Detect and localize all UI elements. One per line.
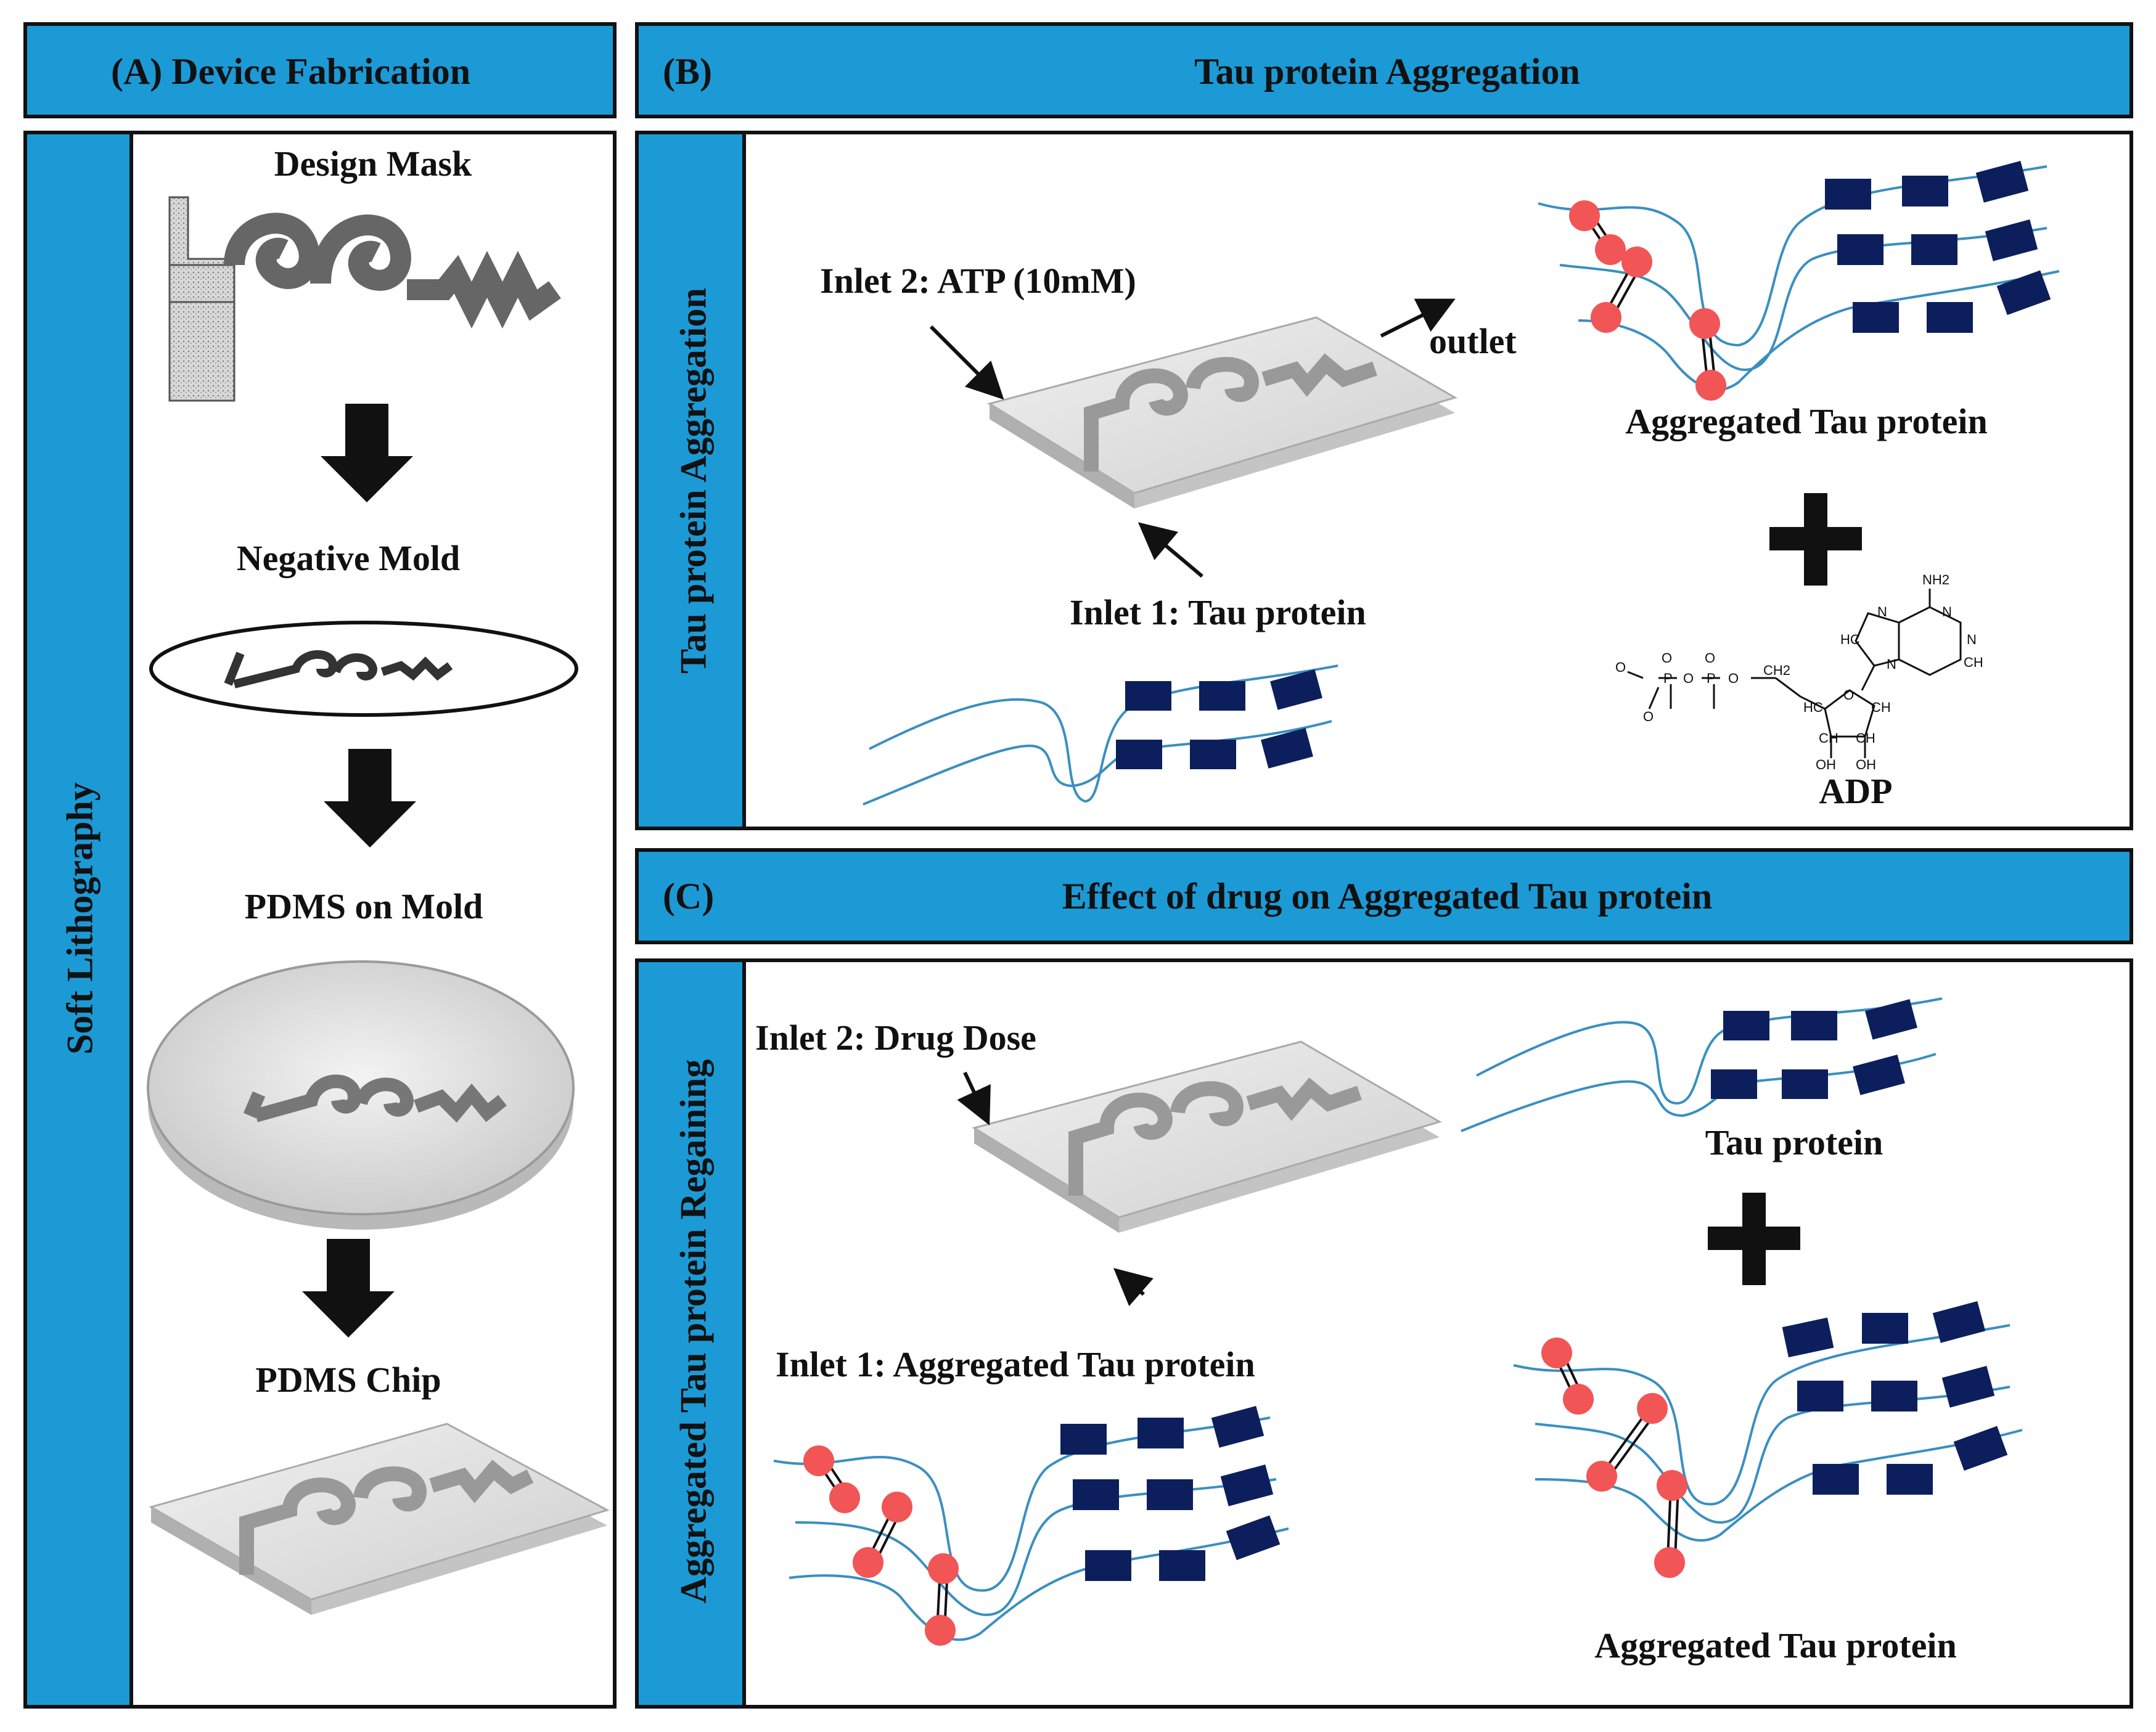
svg-text:CH: CH xyxy=(1856,730,1875,746)
svg-text:O: O xyxy=(1615,660,1626,675)
plus-sign-b xyxy=(1769,493,1862,586)
svg-text:CH2: CH2 xyxy=(1763,663,1790,678)
panel-c-letter: (C) xyxy=(663,876,715,917)
panel-b-aggregated-tau xyxy=(1538,161,2060,401)
negative-mold-graphic xyxy=(149,621,578,717)
step-pdms-on-mold: PDMS on Mold xyxy=(244,886,483,926)
svg-text:N: N xyxy=(1942,604,1952,619)
svg-text:O: O xyxy=(1662,650,1672,666)
inlet2-arrow-b xyxy=(929,325,1004,400)
svg-text:N: N xyxy=(1877,604,1887,619)
svg-text:OH: OH xyxy=(1816,757,1836,772)
panel-b-tau-monomer xyxy=(863,664,1338,806)
step-design-mask: Design Mask xyxy=(274,144,472,184)
svg-text:N: N xyxy=(1887,656,1896,672)
panel-b-header xyxy=(635,22,2133,118)
outlet-arrow xyxy=(1380,298,1456,338)
panel-b-inlet2-label: Inlet 2: ATP (10mM) xyxy=(820,261,1136,301)
panel-c-tau-monomer xyxy=(1461,997,1943,1132)
panel-c-aggregated-tau-left xyxy=(773,1406,1289,1646)
panel-a-title: (A) Device Fabrication xyxy=(111,51,471,92)
panel-c-product2-label: Aggregated Tau protein xyxy=(1594,1625,1957,1665)
panel-c-side-bar xyxy=(635,958,746,1709)
panel-c-aggregated-tau-right xyxy=(1513,1301,2023,1578)
svg-text:N: N xyxy=(1967,632,1977,647)
svg-text:O: O xyxy=(1843,687,1854,703)
plus-sign-c xyxy=(1708,1193,1800,1285)
panel-c-title: Effect of drug on Aggregated Tau protein xyxy=(1062,876,1713,917)
panel-c-product1-label: Tau protein xyxy=(1705,1122,1883,1162)
panel-a-header xyxy=(23,22,617,118)
svg-text:OH: OH xyxy=(1856,757,1876,772)
svg-text:P: P xyxy=(1707,671,1716,686)
panel-a-side-bar xyxy=(23,131,133,1709)
svg-text:HC: HC xyxy=(1840,632,1860,647)
panel-c-inlet2-label: Inlet 2: Drug Dose xyxy=(755,1018,1036,1058)
panel-c-header xyxy=(635,848,2133,944)
adp-label: ADP xyxy=(1819,771,1893,811)
panel-b-body xyxy=(742,131,2133,830)
svg-text:O: O xyxy=(1643,709,1654,724)
panel-c-inlet1-label: Inlet 1: Aggregated Tau protein xyxy=(776,1344,1255,1384)
pdms-on-mold-graphic xyxy=(147,960,575,1230)
svg-text:CH: CH xyxy=(1964,655,1983,670)
design-mask-graphic xyxy=(168,196,561,402)
down-arrow-2 xyxy=(324,749,416,848)
inlet2-arrow-c xyxy=(957,1071,991,1125)
panel-b-letter: (B) xyxy=(663,51,712,92)
step-pdms-chip: PDMS Chip xyxy=(255,1360,441,1400)
down-arrow-1 xyxy=(321,404,413,502)
svg-text:CH: CH xyxy=(1819,730,1838,746)
panel-b-product-label: Aggregated Tau protein xyxy=(1625,401,1988,441)
panel-b-side-bar xyxy=(635,131,746,830)
svg-text:O: O xyxy=(1728,671,1739,686)
svg-text:O: O xyxy=(1683,671,1694,686)
svg-text:HC: HC xyxy=(1803,700,1823,715)
svg-text:NH2: NH2 xyxy=(1922,572,1949,587)
svg-text:CH: CH xyxy=(1871,700,1891,715)
svg-text:P: P xyxy=(1663,671,1673,686)
adp-atom-labels: NH2 N N N N HC CH O O O O O O P P CH2 HC… xyxy=(1615,572,1983,772)
svg-text:O: O xyxy=(1705,650,1715,666)
inlet1-arrow-b xyxy=(1137,522,1203,578)
panel-b-title: Tau protein Aggregation xyxy=(1194,51,1580,92)
step-negative-mold: Negative Mold xyxy=(236,538,461,578)
panel-c-chip xyxy=(972,1040,1442,1233)
panel-b-inlet1-label: Inlet 1: Tau protein xyxy=(1070,592,1366,632)
inlet1-arrow-c xyxy=(1113,1268,1154,1307)
panel-b-chip xyxy=(987,316,1457,509)
down-arrow-3 xyxy=(302,1239,395,1338)
adp-structure xyxy=(1627,589,1962,758)
pdms-chip-graphic xyxy=(149,1423,610,1615)
